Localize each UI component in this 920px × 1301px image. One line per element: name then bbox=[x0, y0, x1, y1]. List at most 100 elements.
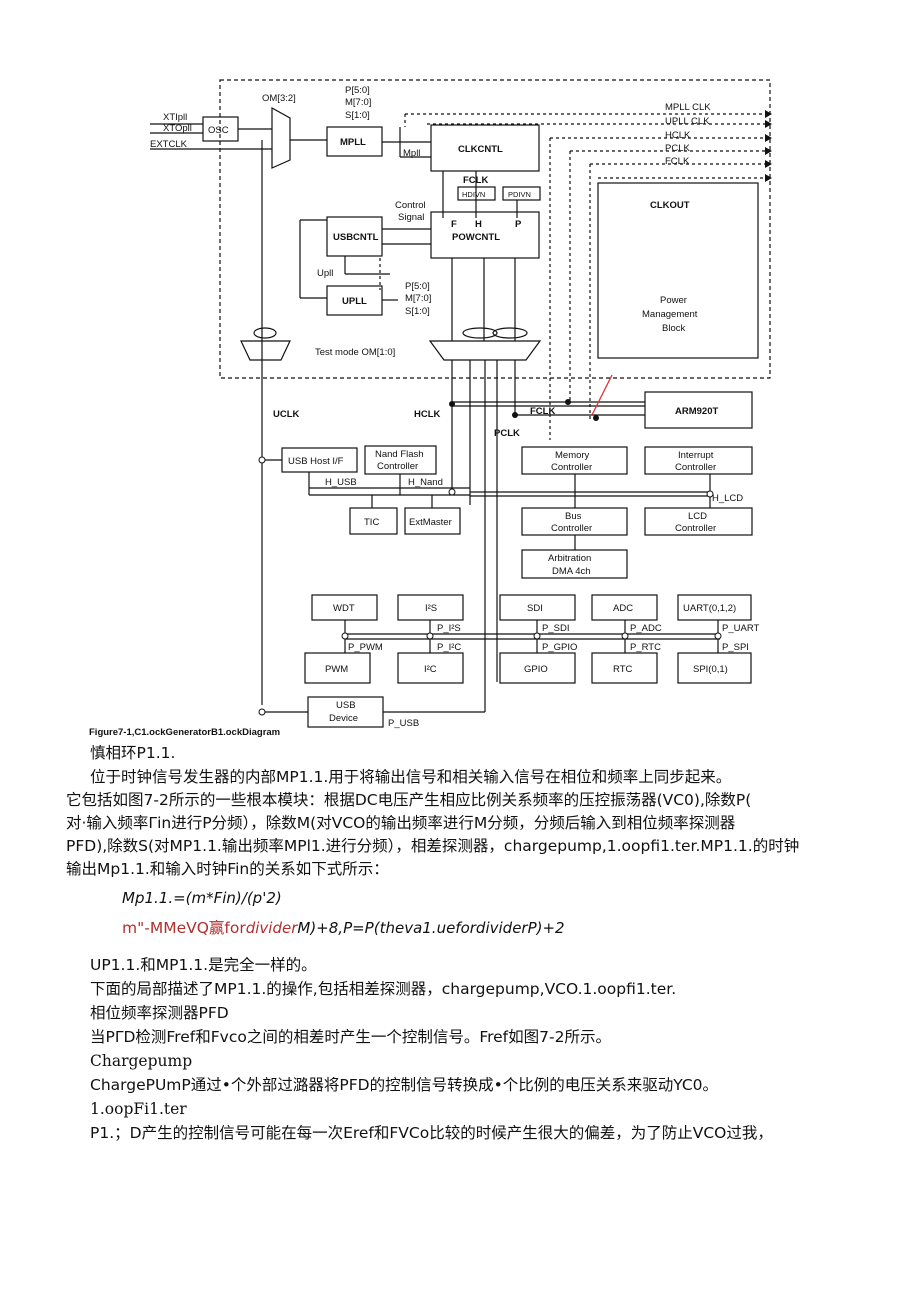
label-uclk: UCLK bbox=[273, 409, 300, 420]
label-p-spi: P_SPI bbox=[722, 642, 749, 653]
interrupt-controller-block bbox=[644, 446, 753, 475]
label-pmb-3: Block bbox=[662, 323, 685, 334]
paragraph-line: PFD),除数S(对MP1.1.输出频率MPl1.进行分频），相差探测器，cha… bbox=[66, 837, 800, 855]
label-nand-2: Controller bbox=[377, 461, 418, 472]
test-mode-mux-left bbox=[240, 340, 291, 361]
label-upll-clk: UPLL CLK bbox=[665, 116, 710, 127]
label-fclk-out: FCLK bbox=[665, 156, 690, 167]
paragraph-line: 位于时钟信号发生器的内部MP1.1.用于将输出信号和相关输入信号在相位和频率上同… bbox=[90, 768, 732, 786]
label-fclk-bottom: FCLK bbox=[530, 406, 555, 417]
formula-red-text: m"-MMeVQ赢for bbox=[122, 919, 246, 937]
label-osc: OSC bbox=[208, 125, 229, 136]
label-rtc: RTC bbox=[613, 664, 632, 675]
clock-generator-block-diagram: OM[3:2] XTIpll XTOpll EXTCLK OSC P[5:0] … bbox=[150, 79, 772, 729]
powcntl-block bbox=[430, 211, 540, 259]
label-p-adc: P_ADC bbox=[630, 623, 662, 634]
label-upll-signal: Upll bbox=[317, 268, 333, 279]
test-mode-mux-right bbox=[428, 340, 542, 361]
paragraph-parts: 下面的局部描述了MP1.1.的操作,包括相差探测器，chargepump,VCO… bbox=[90, 980, 677, 998]
label-xtopll: XTOpll bbox=[163, 123, 192, 134]
clock-generator-boundary bbox=[219, 79, 771, 379]
label-p-pwm: P_PWM bbox=[348, 642, 383, 653]
label-h-usb: H_USB bbox=[325, 477, 357, 488]
label-i2c: I²C bbox=[424, 664, 437, 675]
label-extmaster: ExtMaster bbox=[409, 517, 452, 528]
label-uart: UART(0,1,2) bbox=[683, 603, 736, 614]
paragraph-upll: UP1.1.和MP1.1.是完全一样的。 bbox=[90, 956, 317, 974]
heading-pfd: 相位频率探测器PFD bbox=[90, 1004, 229, 1022]
label-h-nand: H_Nand bbox=[408, 477, 443, 488]
label-usb-device-1: USB bbox=[336, 700, 356, 711]
label-pmb-2: Management bbox=[642, 309, 698, 320]
paragraph-line: 它包括如图7-2所示的一些根本模块：根据DC电压产生相应比例关系频率的压控振荡器… bbox=[66, 791, 752, 809]
paragraph-loopfilter: P1.；D产生的控制信号可能在每一次Eref和FVCo比较的时候产生很大的偏差，… bbox=[90, 1124, 773, 1142]
label-adc: ADC bbox=[613, 603, 633, 614]
label-interrupt-1: Interrupt bbox=[678, 450, 714, 461]
label-extclk: EXTCLK bbox=[150, 139, 188, 150]
label-m70b: M[7:0] bbox=[405, 293, 431, 304]
label-clkcntl: CLKCNTL bbox=[458, 144, 503, 155]
label-p-i2s: P_I²S bbox=[437, 623, 461, 634]
arm920t-block bbox=[644, 391, 753, 429]
formula-rest: M)+8,P=P(theva1.uefordividerP)+2 bbox=[297, 919, 565, 937]
usbcntl-block bbox=[326, 216, 383, 257]
formula-values: m"-MMeVQ赢fordividerM)+8,P=P(theva1.uefor… bbox=[122, 917, 920, 939]
label-s10a: S[1:0] bbox=[345, 110, 370, 121]
label-hclk: HCLK bbox=[414, 409, 441, 420]
label-m70a: M[7:0] bbox=[345, 97, 371, 108]
label-p-sdi: P_SDI bbox=[542, 623, 569, 634]
label-p-rtc: P_RTC bbox=[630, 642, 661, 653]
formula-red-italic: divider bbox=[245, 919, 298, 937]
label-s10b: S[1:0] bbox=[405, 306, 430, 317]
label-pclk: PCLK bbox=[494, 428, 520, 439]
label-p-uart: P_UART bbox=[722, 623, 760, 634]
label-usb-device-2: Device bbox=[329, 713, 358, 724]
label-memory-2: Controller bbox=[551, 462, 592, 473]
spi-block bbox=[677, 652, 752, 684]
label-p: P bbox=[515, 219, 522, 230]
label-h: H bbox=[475, 219, 482, 230]
uart-block bbox=[677, 594, 752, 621]
heading-pll: 慎相环P1.1. bbox=[90, 744, 176, 762]
label-p-i2c: P_I²C bbox=[437, 642, 461, 653]
label-f: F bbox=[451, 219, 457, 230]
paragraph-chargepump: ChargePUmP通过•个外部过潞器将PFD的控制信号转换成•个比例的电压关系… bbox=[90, 1076, 719, 1094]
label-om32: OM[3:2] bbox=[262, 93, 296, 104]
label-p50b: P[5:0] bbox=[405, 281, 430, 292]
label-interrupt-2: Controller bbox=[675, 462, 716, 473]
label-usb-host: USB Host I/F bbox=[288, 456, 344, 467]
usb-host-block bbox=[281, 447, 358, 473]
pwm-block bbox=[304, 652, 371, 684]
label-tic: TIC bbox=[364, 517, 379, 528]
heading-chargepump: Chargepump bbox=[90, 1052, 193, 1070]
label-test-mode: Test mode OM[1:0] bbox=[315, 347, 395, 358]
label-clkout: CLKOUT bbox=[650, 200, 690, 211]
label-lcd-2: Controller bbox=[675, 523, 716, 534]
label-bus-2: Controller bbox=[551, 523, 592, 534]
label-hclk-out: HCLK bbox=[665, 130, 691, 141]
label-arm920t: ARM920T bbox=[675, 406, 718, 417]
label-gpio: GPIO bbox=[524, 664, 548, 675]
label-memory-1: Memory bbox=[555, 450, 590, 461]
label-lcd-1: LCD bbox=[688, 511, 707, 522]
label-bus-1: Bus bbox=[565, 511, 582, 522]
label-mpll: MPLL bbox=[340, 137, 366, 148]
label-pmb-1: Power bbox=[660, 295, 687, 306]
label-powcntl: POWCNTL bbox=[452, 232, 500, 243]
tic-block bbox=[349, 507, 398, 535]
heading-loopfilter: 1.oopFi1.ter bbox=[90, 1100, 187, 1118]
label-pdivn: PDIVN bbox=[508, 190, 531, 199]
label-nand-1: Nand Flash bbox=[375, 449, 424, 460]
label-control: Control bbox=[395, 200, 426, 211]
pdivn-box bbox=[502, 186, 541, 201]
label-usbcntl: USBCNTL bbox=[333, 232, 379, 243]
figure-caption: Figure7-1,C1.ockGeneratorB1.ockDiagram bbox=[89, 727, 281, 738]
clkcntl-block bbox=[430, 124, 540, 172]
label-p-usb: P_USB bbox=[388, 718, 419, 729]
lcd-controller-block bbox=[644, 507, 753, 536]
label-xtipll: XTIpll bbox=[163, 112, 187, 123]
paragraph-line: 输出Mp1.1.和输入时钟Fin的关系如下式所示： bbox=[66, 860, 389, 878]
label-fclk-top: FCLK bbox=[463, 175, 488, 186]
label-sdi: SDI bbox=[527, 603, 543, 614]
power-management-block bbox=[597, 182, 759, 359]
